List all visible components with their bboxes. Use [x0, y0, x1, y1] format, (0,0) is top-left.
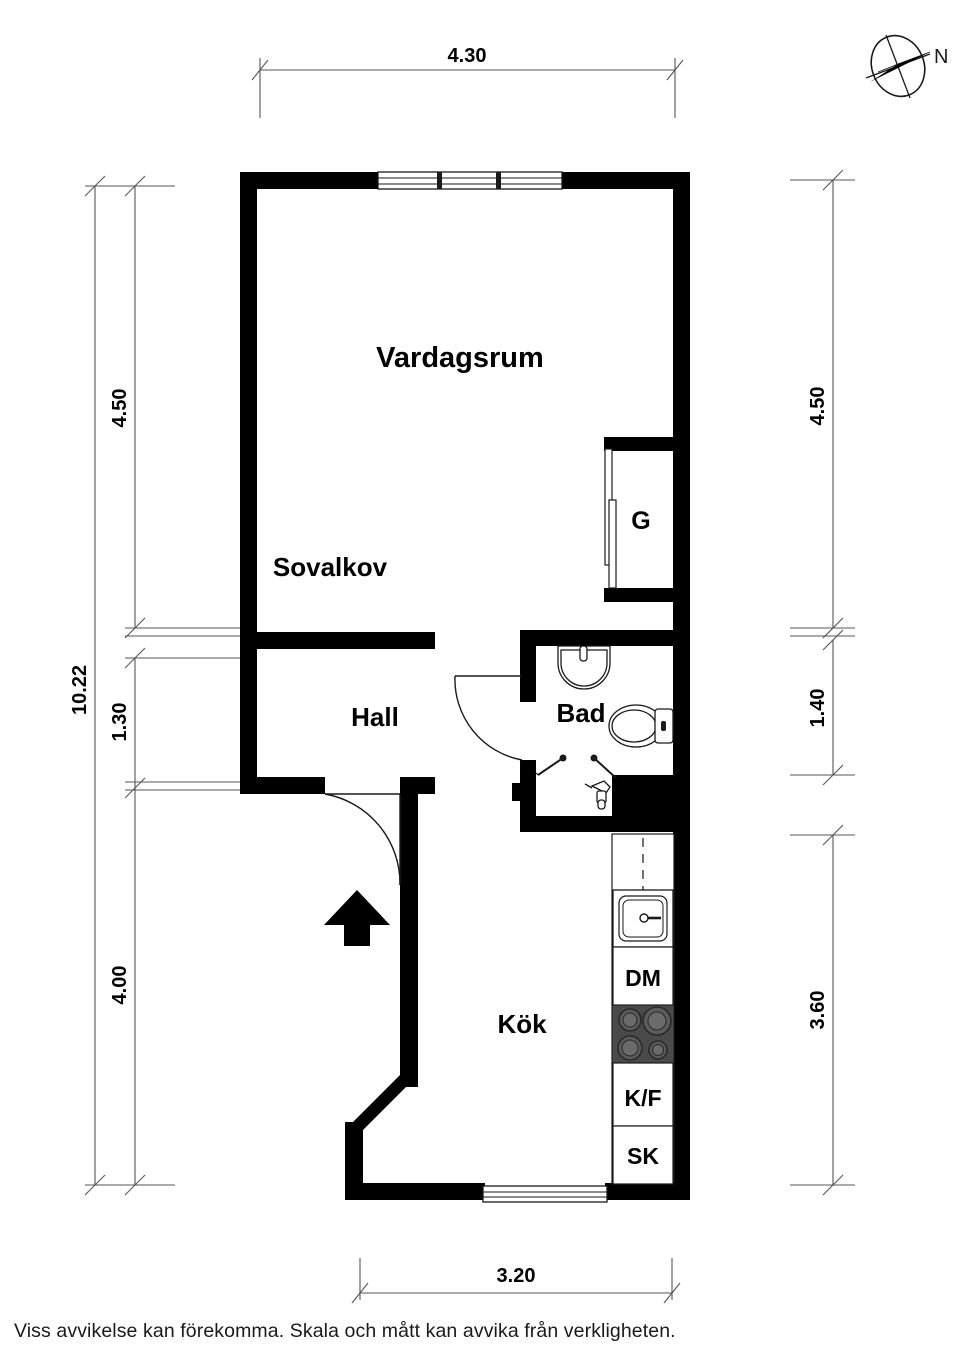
room-labels: Vardagsrum Sovalkov Hall Bad Kök G: [273, 342, 651, 1039]
dimension-text-right-140: 1.40: [807, 689, 829, 728]
dimension-left-1022: [84, 175, 175, 1196]
room-label-bad: Bad: [556, 698, 605, 728]
dimension-left-chain: [124, 175, 240, 1196]
kitchen-units: [611, 833, 675, 1185]
disclaimer-text: Viss avvikelse kan förekomma. Skala och …: [14, 1320, 676, 1342]
appliance-labels: DM K/F SK: [624, 965, 661, 1169]
toilet-icon: [608, 704, 674, 748]
dishwasher-unit: [612, 946, 674, 1006]
dimension-labels: 4.30 3.20 10.22 4.50 1.30 4.00 4.50 1.40…: [69, 45, 829, 1287]
dimension-right-chain: [790, 169, 855, 1196]
room-label-hall: Hall: [351, 702, 399, 732]
appliance-label-sk: SK: [627, 1143, 659, 1169]
bathroom-fixtures: [534, 645, 674, 810]
walls: [240, 172, 690, 1200]
appliance-label-kf: K/F: [624, 1085, 661, 1111]
shower-screen-lines: [534, 754, 617, 779]
bathroom-sink-icon: [557, 645, 611, 690]
dimension-top-430: [251, 58, 684, 118]
door-closet: [604, 448, 617, 589]
doors: [324, 448, 617, 886]
kitchen-sink-icon: [612, 889, 674, 948]
dimension-text-top-430: 4.30: [448, 45, 487, 67]
north-arrow: N: [865, 34, 948, 99]
dimension-text-right-360: 3.60: [807, 991, 829, 1030]
shower-mixer-icon: [584, 780, 611, 810]
door-bath: [454, 675, 523, 761]
room-label-sovalkov: Sovalkov: [273, 552, 388, 582]
window-top: [377, 171, 563, 190]
cabinet-unit: [612, 1125, 674, 1185]
dimension-text-left-450: 4.50: [109, 389, 131, 428]
stove-icon: [611, 1004, 675, 1064]
entry-arrow-icon: [324, 890, 390, 946]
door-entry: [324, 793, 401, 886]
dimension-text-right-450: 4.50: [807, 387, 829, 426]
dimension-bottom-320: [351, 1258, 681, 1304]
appliance-label-dm: DM: [625, 965, 661, 991]
dimension-text-left-1022: 10.22: [69, 665, 91, 715]
windows: [377, 171, 608, 1203]
fridge-unit: [612, 1062, 674, 1127]
room-label-garderob: G: [631, 507, 650, 535]
room-label-vardagsrum: Vardagsrum: [376, 342, 544, 374]
compass-north-label: N: [934, 46, 948, 68]
window-bottom: [482, 1185, 608, 1203]
dimension-text-left-400: 4.00: [109, 966, 131, 1005]
room-label-kok: Kök: [497, 1009, 547, 1039]
dimension-text-bottom-320: 3.20: [497, 1265, 536, 1287]
dimension-lines: [84, 58, 855, 1304]
dimension-text-left-130: 1.30: [109, 703, 131, 742]
